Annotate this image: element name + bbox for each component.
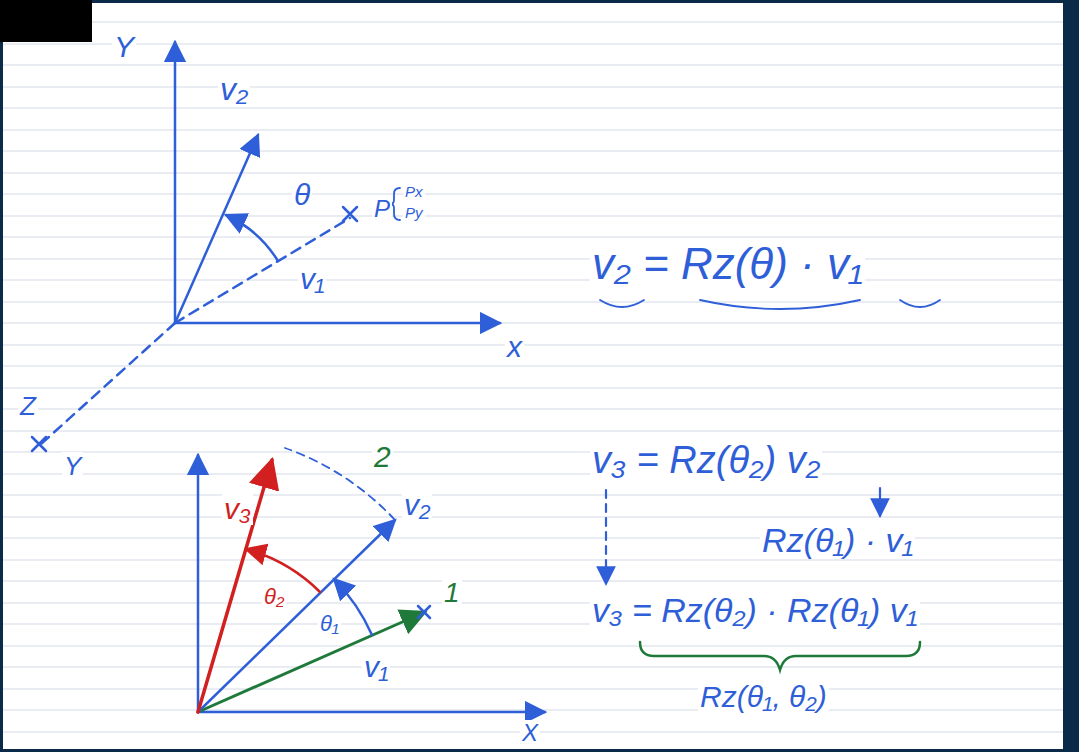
math-label: Y (112, 30, 136, 63)
ruled-line (3, 452, 1063, 453)
ruled-line (3, 323, 1063, 324)
math-label: v₁ (362, 650, 390, 683)
ruled-line (3, 689, 1063, 690)
ruled-line (3, 517, 1063, 518)
math-label: X (520, 720, 540, 746)
ruled-line (3, 173, 1063, 174)
math-label: v₃ = Rz(θ₂) · Rz(θ₁) v₁ (590, 592, 920, 629)
ruled-line (3, 65, 1063, 66)
ruled-line (3, 259, 1063, 260)
top-figure (32, 42, 940, 451)
math-label: 2 (372, 440, 393, 473)
math-label: v₃ (222, 492, 253, 525)
math-label: θ₂ (262, 585, 286, 609)
ruled-line (3, 194, 1063, 195)
ruled-line (3, 22, 1063, 23)
math-label: Y (62, 452, 83, 481)
ruled-line (3, 87, 1063, 88)
math-label: θ₁ (318, 612, 341, 636)
paper-sheet (3, 3, 1063, 749)
math-label: v₂ = Rz(θ) · v₁ (590, 240, 865, 288)
ruled-line (3, 581, 1063, 582)
math-label: Px (403, 184, 425, 201)
math-label: Rz(θ₁) · v₁ (760, 522, 915, 559)
ruled-line (3, 44, 1063, 45)
ruled-lines (3, 22, 1063, 732)
ruled-line (3, 216, 1063, 217)
ruled-line (3, 409, 1063, 410)
ruled-line (3, 345, 1063, 346)
ruled-line (3, 560, 1063, 561)
math-label: v₂ (218, 72, 250, 107)
math-label: Rz(θ₁, θ₂) (698, 680, 829, 713)
ruled-line (3, 646, 1063, 647)
ruled-line (3, 237, 1063, 238)
ruled-line (3, 388, 1063, 389)
math-label: x (505, 330, 524, 363)
math-label: v₁ (298, 262, 326, 295)
equation-marks (606, 488, 920, 670)
ruled-line (3, 280, 1063, 281)
math-label: θ (292, 178, 312, 211)
ruled-line (3, 366, 1063, 367)
ruled-line (3, 710, 1063, 711)
ruled-line (3, 130, 1063, 131)
ruled-line (3, 667, 1063, 668)
ruled-line (3, 431, 1063, 432)
black-tab (0, 0, 92, 42)
ruled-line (3, 474, 1063, 475)
ruled-line (3, 495, 1063, 496)
math-label: P (372, 196, 392, 222)
math-label: Z (18, 392, 38, 421)
math-label: Py (403, 205, 425, 222)
math-label: v₂ (402, 488, 432, 521)
ruled-line (3, 151, 1063, 152)
math-label: 1 (442, 578, 462, 609)
bottom-figure (198, 448, 545, 712)
math-label: v₃ = Rz(θ₂) v₂ (590, 440, 822, 482)
ruled-line (3, 108, 1063, 109)
